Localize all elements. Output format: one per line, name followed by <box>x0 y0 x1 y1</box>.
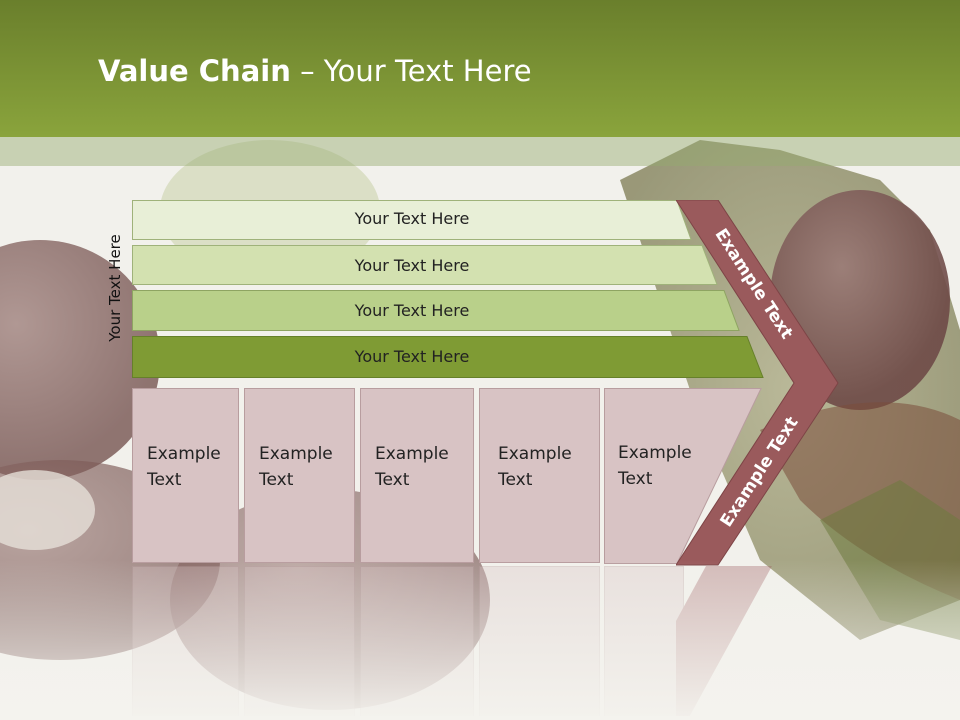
chevron-arrow <box>676 200 839 566</box>
row-3-label: Your Text Here <box>354 301 470 320</box>
row-2: Your Text Here <box>132 245 718 285</box>
box-3: Example Text <box>360 388 474 563</box>
row-4-label: Your Text Here <box>354 347 470 366</box>
box-3-label: Example Text <box>375 444 449 490</box>
title-bold: Value Chain <box>98 54 291 88</box>
header-bar <box>0 0 960 137</box>
box-1: Example Text <box>132 388 239 563</box>
row-2-label: Your Text Here <box>354 256 470 275</box>
row-4: Your Text Here <box>132 336 764 378</box>
reflection-fade <box>0 560 960 720</box>
box-5-label: Example Text <box>618 443 692 489</box>
box-1-label: Example Text <box>147 444 221 490</box>
title-rest: – Your Text Here <box>290 54 532 88</box>
box-2: Example Text <box>244 388 355 563</box>
header-strip <box>0 137 960 166</box>
side-label: Your Text Here <box>106 234 124 342</box>
row-3: Your Text Here <box>132 290 740 331</box>
row-1: Your Text Here <box>132 200 692 240</box>
box-2-label: Example Text <box>259 444 333 490</box>
row-1-label: Your Text Here <box>354 209 470 228</box>
page-title: Value Chain – Your Text Here <box>98 54 532 88</box>
box-4-label: Example Text <box>498 444 572 490</box>
box-4: Example Text <box>479 388 600 563</box>
